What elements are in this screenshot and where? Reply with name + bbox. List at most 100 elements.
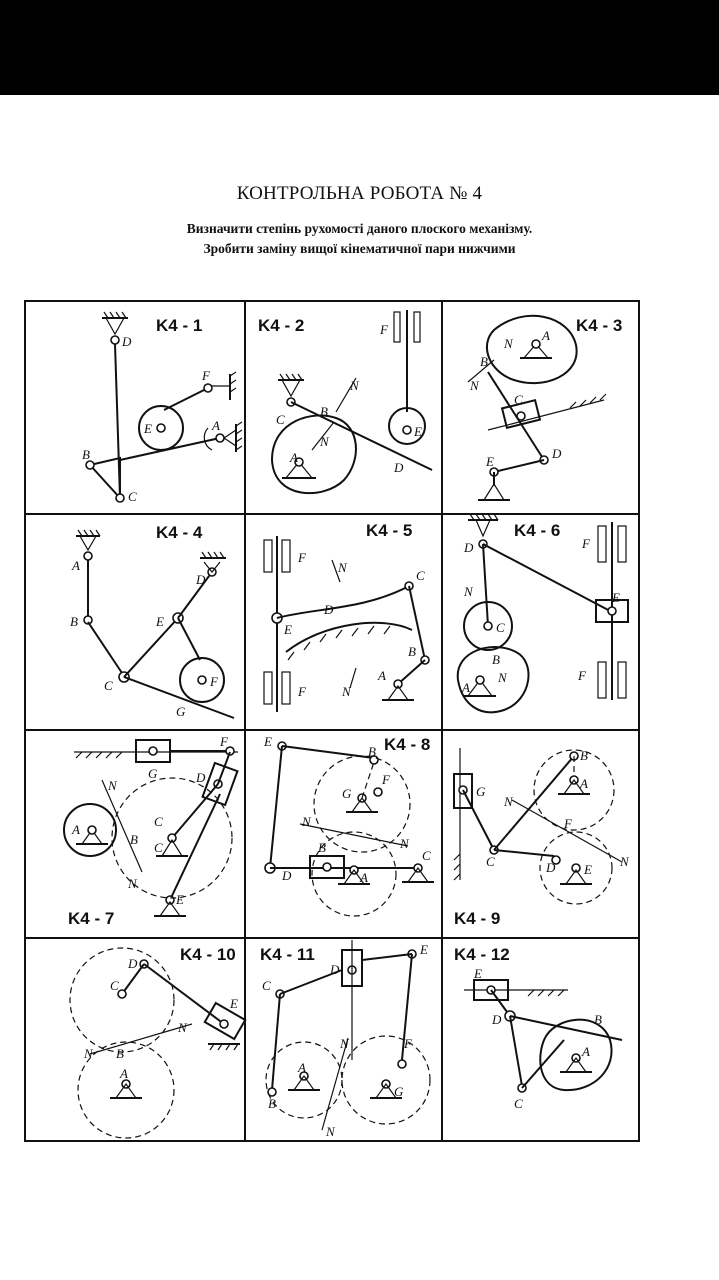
cell-label: K4 - 10 [180, 945, 236, 964]
cell-k4-9: K4 - 9 G C B A D E N N F [453, 748, 630, 928]
svg-text:E: E [611, 590, 620, 605]
cell-label: K4 - 8 [384, 735, 430, 754]
svg-text:C: C [422, 848, 431, 863]
svg-text:E: E [413, 424, 422, 439]
svg-text:B: B [82, 447, 90, 462]
svg-text:N: N [349, 378, 360, 393]
task-line-2: Зробити заміну вищої кінематичної пари н… [203, 241, 516, 256]
svg-text:F: F [297, 684, 307, 699]
svg-text:N: N [301, 814, 312, 829]
svg-text:A: A [289, 450, 298, 465]
svg-text:N: N [341, 684, 352, 699]
svg-text:G: G [148, 766, 158, 781]
svg-text:N: N [497, 670, 508, 685]
svg-text:N: N [325, 1124, 336, 1139]
svg-text:A: A [579, 776, 588, 791]
cell-label: K4 - 5 [366, 521, 412, 540]
cell-k4-12: K4 - 12 E D B C A [454, 945, 623, 1111]
cell-label: K4 - 1 [156, 316, 202, 335]
svg-text:G: G [476, 784, 486, 799]
svg-text:B: B [268, 1096, 276, 1111]
svg-text:B: B [408, 644, 416, 659]
svg-text:A: A [71, 558, 80, 573]
svg-text:G: G [394, 1084, 404, 1099]
svg-text:D: D [491, 1012, 502, 1027]
cell-k4-7: K4 - 7 G F D C E A N N B C [63, 734, 239, 928]
cell-k4-3: K4 - 3 A N N B C D E [467, 314, 622, 501]
svg-text:N: N [127, 876, 138, 891]
cell-k4-10: K4 - 10 D C E A N N B [69, 945, 247, 1139]
svg-text:E: E [229, 996, 238, 1011]
svg-text:G: G [342, 786, 352, 801]
svg-text:B: B [368, 744, 376, 759]
svg-text:F: F [209, 674, 219, 689]
svg-text:F: F [577, 668, 587, 683]
svg-text:E: E [143, 421, 152, 436]
cell-k4-2: K4 - 2 F E C D B N N A [258, 310, 433, 494]
svg-text:B: B [594, 1012, 602, 1027]
svg-text:A: A [359, 870, 368, 885]
svg-text:B: B [70, 614, 78, 629]
svg-text:E: E [583, 862, 592, 877]
svg-text:F: F [403, 1036, 413, 1051]
svg-text:C: C [154, 840, 163, 855]
svg-text:B: B [492, 652, 500, 667]
svg-text:D: D [121, 334, 132, 349]
cell-k4-1: K4 - 1 D B C E F A [82, 311, 243, 504]
svg-text:C: C [154, 814, 163, 829]
svg-text:C: C [514, 1096, 523, 1111]
svg-text:D: D [127, 956, 138, 971]
svg-text:F: F [379, 322, 389, 337]
svg-text:D: D [463, 540, 474, 555]
svg-text:D: D [545, 860, 556, 875]
mechanism-grid: K4 - 1 D B C E F A K4 [24, 300, 640, 1142]
svg-text:C: C [110, 978, 119, 993]
svg-text:A: A [71, 822, 80, 837]
svg-text:A: A [541, 328, 550, 343]
svg-text:N: N [469, 378, 480, 393]
svg-text:B: B [320, 404, 328, 419]
svg-text:D: D [393, 460, 404, 475]
svg-text:G: G [176, 704, 186, 719]
svg-text:E: E [419, 942, 428, 957]
cell-label: K4 - 3 [576, 316, 622, 335]
grid-frame [24, 300, 640, 1142]
svg-text:A: A [461, 680, 470, 695]
cell-label: K4 - 12 [454, 945, 510, 964]
svg-text:N: N [619, 854, 630, 869]
cell-label: K4 - 11 [260, 945, 315, 964]
svg-text:C: C [416, 568, 425, 583]
svg-text:E: E [473, 966, 482, 981]
svg-text:C: C [262, 978, 271, 993]
svg-text:A: A [119, 1066, 128, 1081]
cell-label: K4 - 9 [454, 909, 500, 928]
svg-text:N: N [503, 794, 514, 809]
cell-k4-11: K4 - 11 D E F C B A G N N [260, 940, 431, 1139]
svg-text:D: D [329, 962, 340, 977]
svg-text:N: N [83, 1046, 94, 1061]
svg-text:C: C [496, 620, 505, 635]
svg-text:A: A [211, 418, 220, 433]
svg-text:N: N [399, 836, 410, 851]
svg-text:C: C [486, 854, 495, 869]
svg-text:F: F [563, 816, 573, 831]
cell-k4-6: K4 - 6 D F F E N C A B N [456, 513, 629, 714]
svg-text:F: F [581, 536, 591, 551]
svg-text:N: N [319, 434, 330, 449]
svg-text:E: E [175, 892, 184, 907]
cell-k4-5: K4 - 5 F F E C B A D N N [263, 521, 430, 712]
svg-text:B: B [580, 748, 588, 763]
cell-label: K4 - 7 [68, 909, 114, 928]
cell-k4-4: K4 - 4 A B C E D F G [70, 523, 235, 719]
svg-text:D: D [551, 446, 562, 461]
svg-text:F: F [381, 772, 391, 787]
svg-text:N: N [463, 584, 474, 599]
svg-text:A: A [377, 668, 386, 683]
svg-text:D: D [195, 572, 206, 587]
svg-text:E: E [283, 622, 292, 637]
svg-text:N: N [337, 560, 348, 575]
svg-text:C: C [128, 489, 137, 504]
cell-label: K4 - 2 [258, 316, 304, 335]
cell-label: K4 - 6 [514, 521, 560, 540]
task-line-1: Визначити степінь рухомості даного плоск… [186, 221, 533, 236]
